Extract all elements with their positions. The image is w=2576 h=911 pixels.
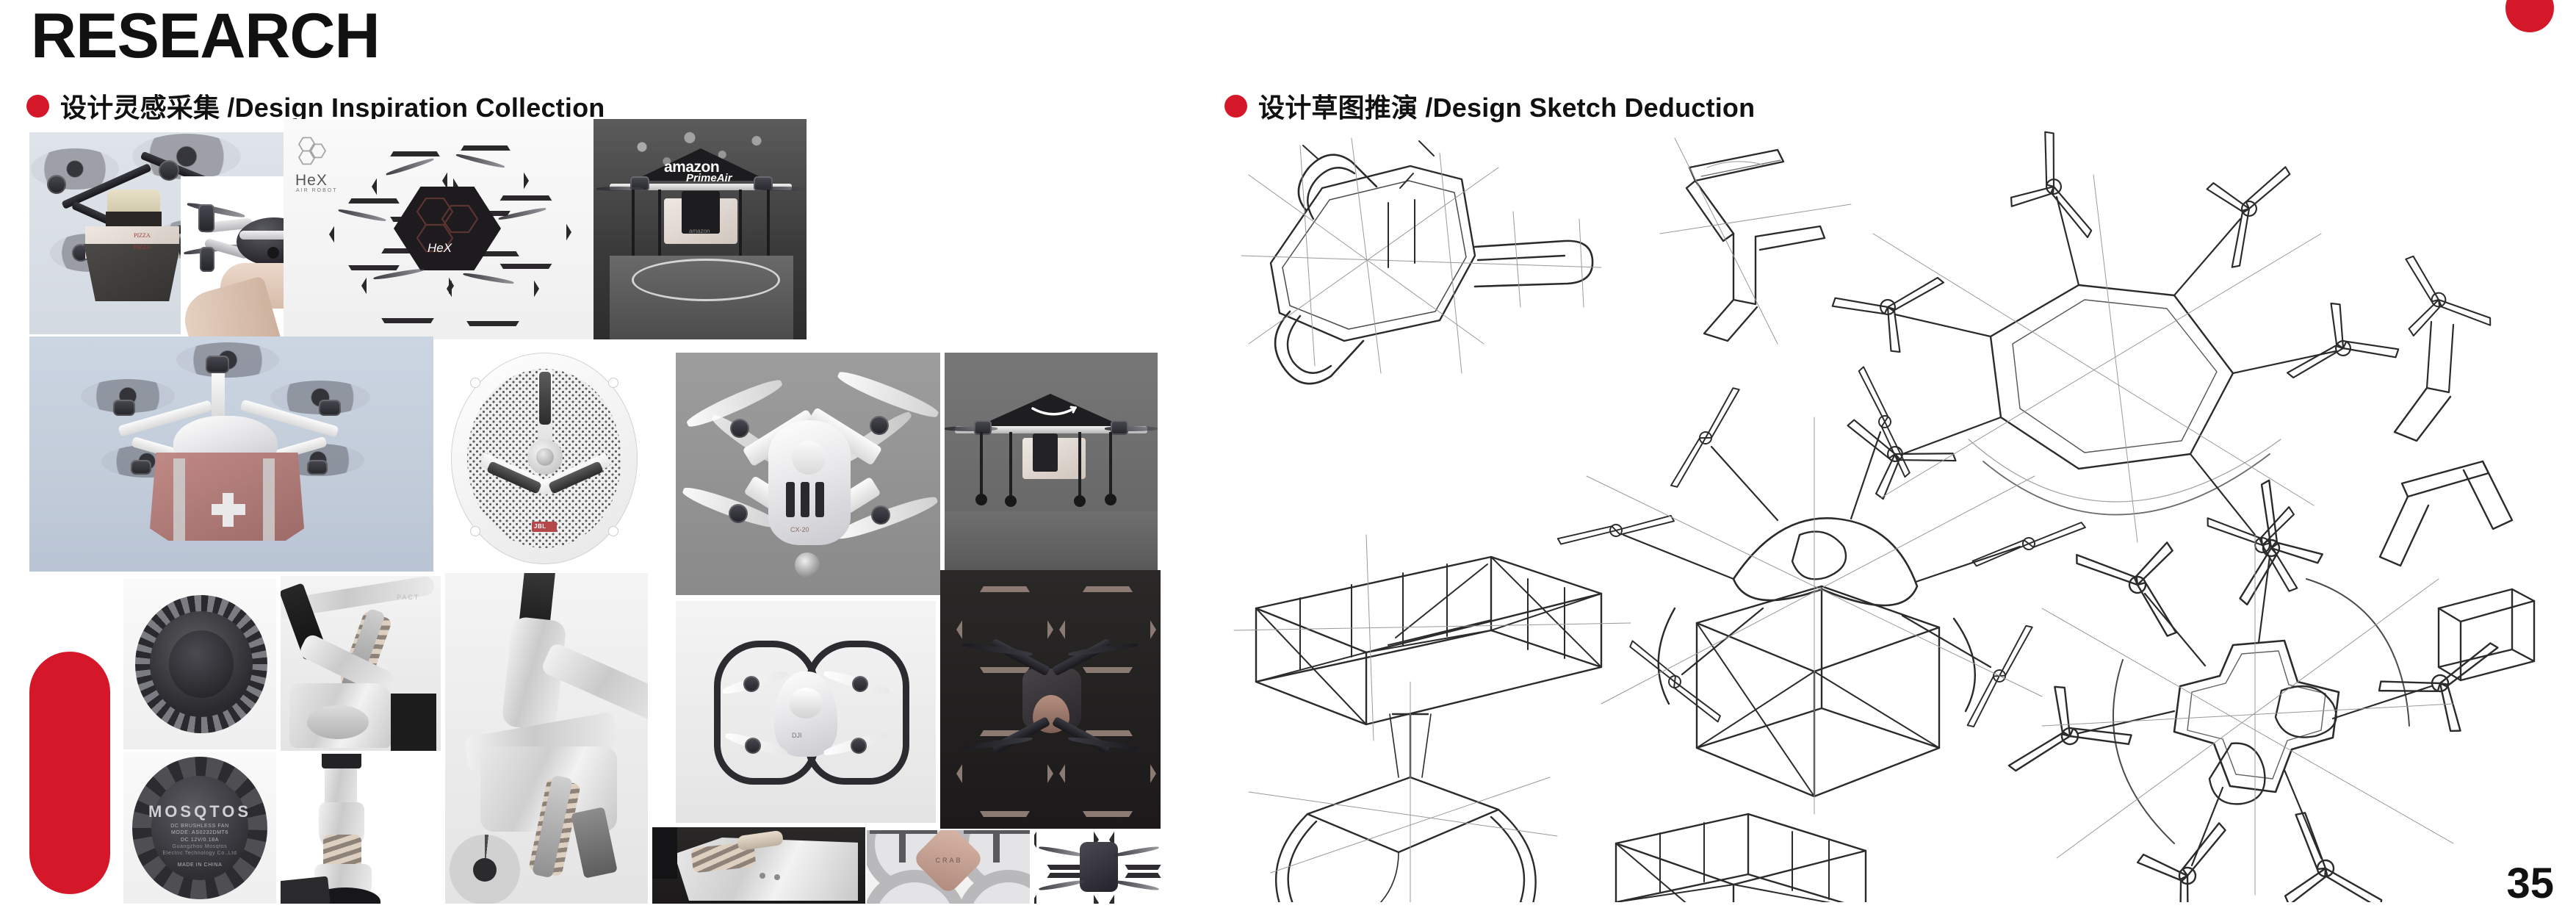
moodboard-item-bike-frame-shock-assembly (445, 573, 648, 904)
moodboard-item-amazon-prime-air-outdoor (945, 353, 1158, 573)
moodboard-item-bike-fork-lower-detail (281, 754, 441, 904)
moodboard-item-mosqtos-brushless-fan-label: MOSQTOS DC BRUSHLESS FAN MODE: AS0232DMT… (123, 752, 276, 904)
moodboard-grid: PIZZA PIZZA (29, 119, 1190, 904)
moodboard-item-jbl-marine-speaker-grille: JBL (438, 345, 651, 573)
moodboard-item-hex-air-robot-hexacopter: HeX AIR ROBOT HeX (284, 119, 599, 339)
moodboard-item-bike-rear-suspension-linkage: PACT (281, 576, 441, 751)
section-header-inspiration: 设计灵感采集 /Design Inspiration Collection (26, 87, 605, 125)
sketchboard (1219, 123, 2541, 902)
moodboard-item-medical-first-aid-delivery-drone (29, 336, 433, 572)
moodboard-item-dark-studio-folding-drone (940, 570, 1161, 829)
moodboard-item-white-quadcopter-top-view: CX-20 (676, 353, 940, 595)
red-dot-icon (1224, 94, 1247, 118)
moodboard-item-mosqtos-brushless-fan-top (123, 579, 276, 749)
moodboard-item-hex-frame-drone-small (1034, 832, 1162, 904)
red-pill-accent (29, 652, 110, 894)
fan-brand-label: MOSQTOS (148, 802, 252, 821)
page-title: RESEARCH (31, 1, 380, 71)
page-number: 35 (2506, 860, 2554, 907)
corner-red-dot-icon (2505, 0, 2554, 32)
section-label-inspiration: 设计灵感采集 /Design Inspiration Collection (60, 93, 605, 123)
moodboard-item-bike-swingarm-coil-shock (652, 827, 865, 904)
crab-brand-label: CRAB (935, 857, 963, 864)
section-label-sketch: 设计草图推演 /Design Sketch Deduction (1258, 93, 1756, 123)
moodboard-item-crab-ducted-fan-drone: CRAB (867, 830, 1030, 904)
moodboard-item-caged-quadcopter-white: DJI (676, 601, 936, 823)
section-header-sketch: 设计草图推演 /Design Sketch Deduction (1224, 87, 1755, 125)
moodboard-item-amazon-prime-air-indoor: amazon PrimeAir amazon (594, 119, 807, 339)
red-dot-icon (26, 94, 49, 118)
